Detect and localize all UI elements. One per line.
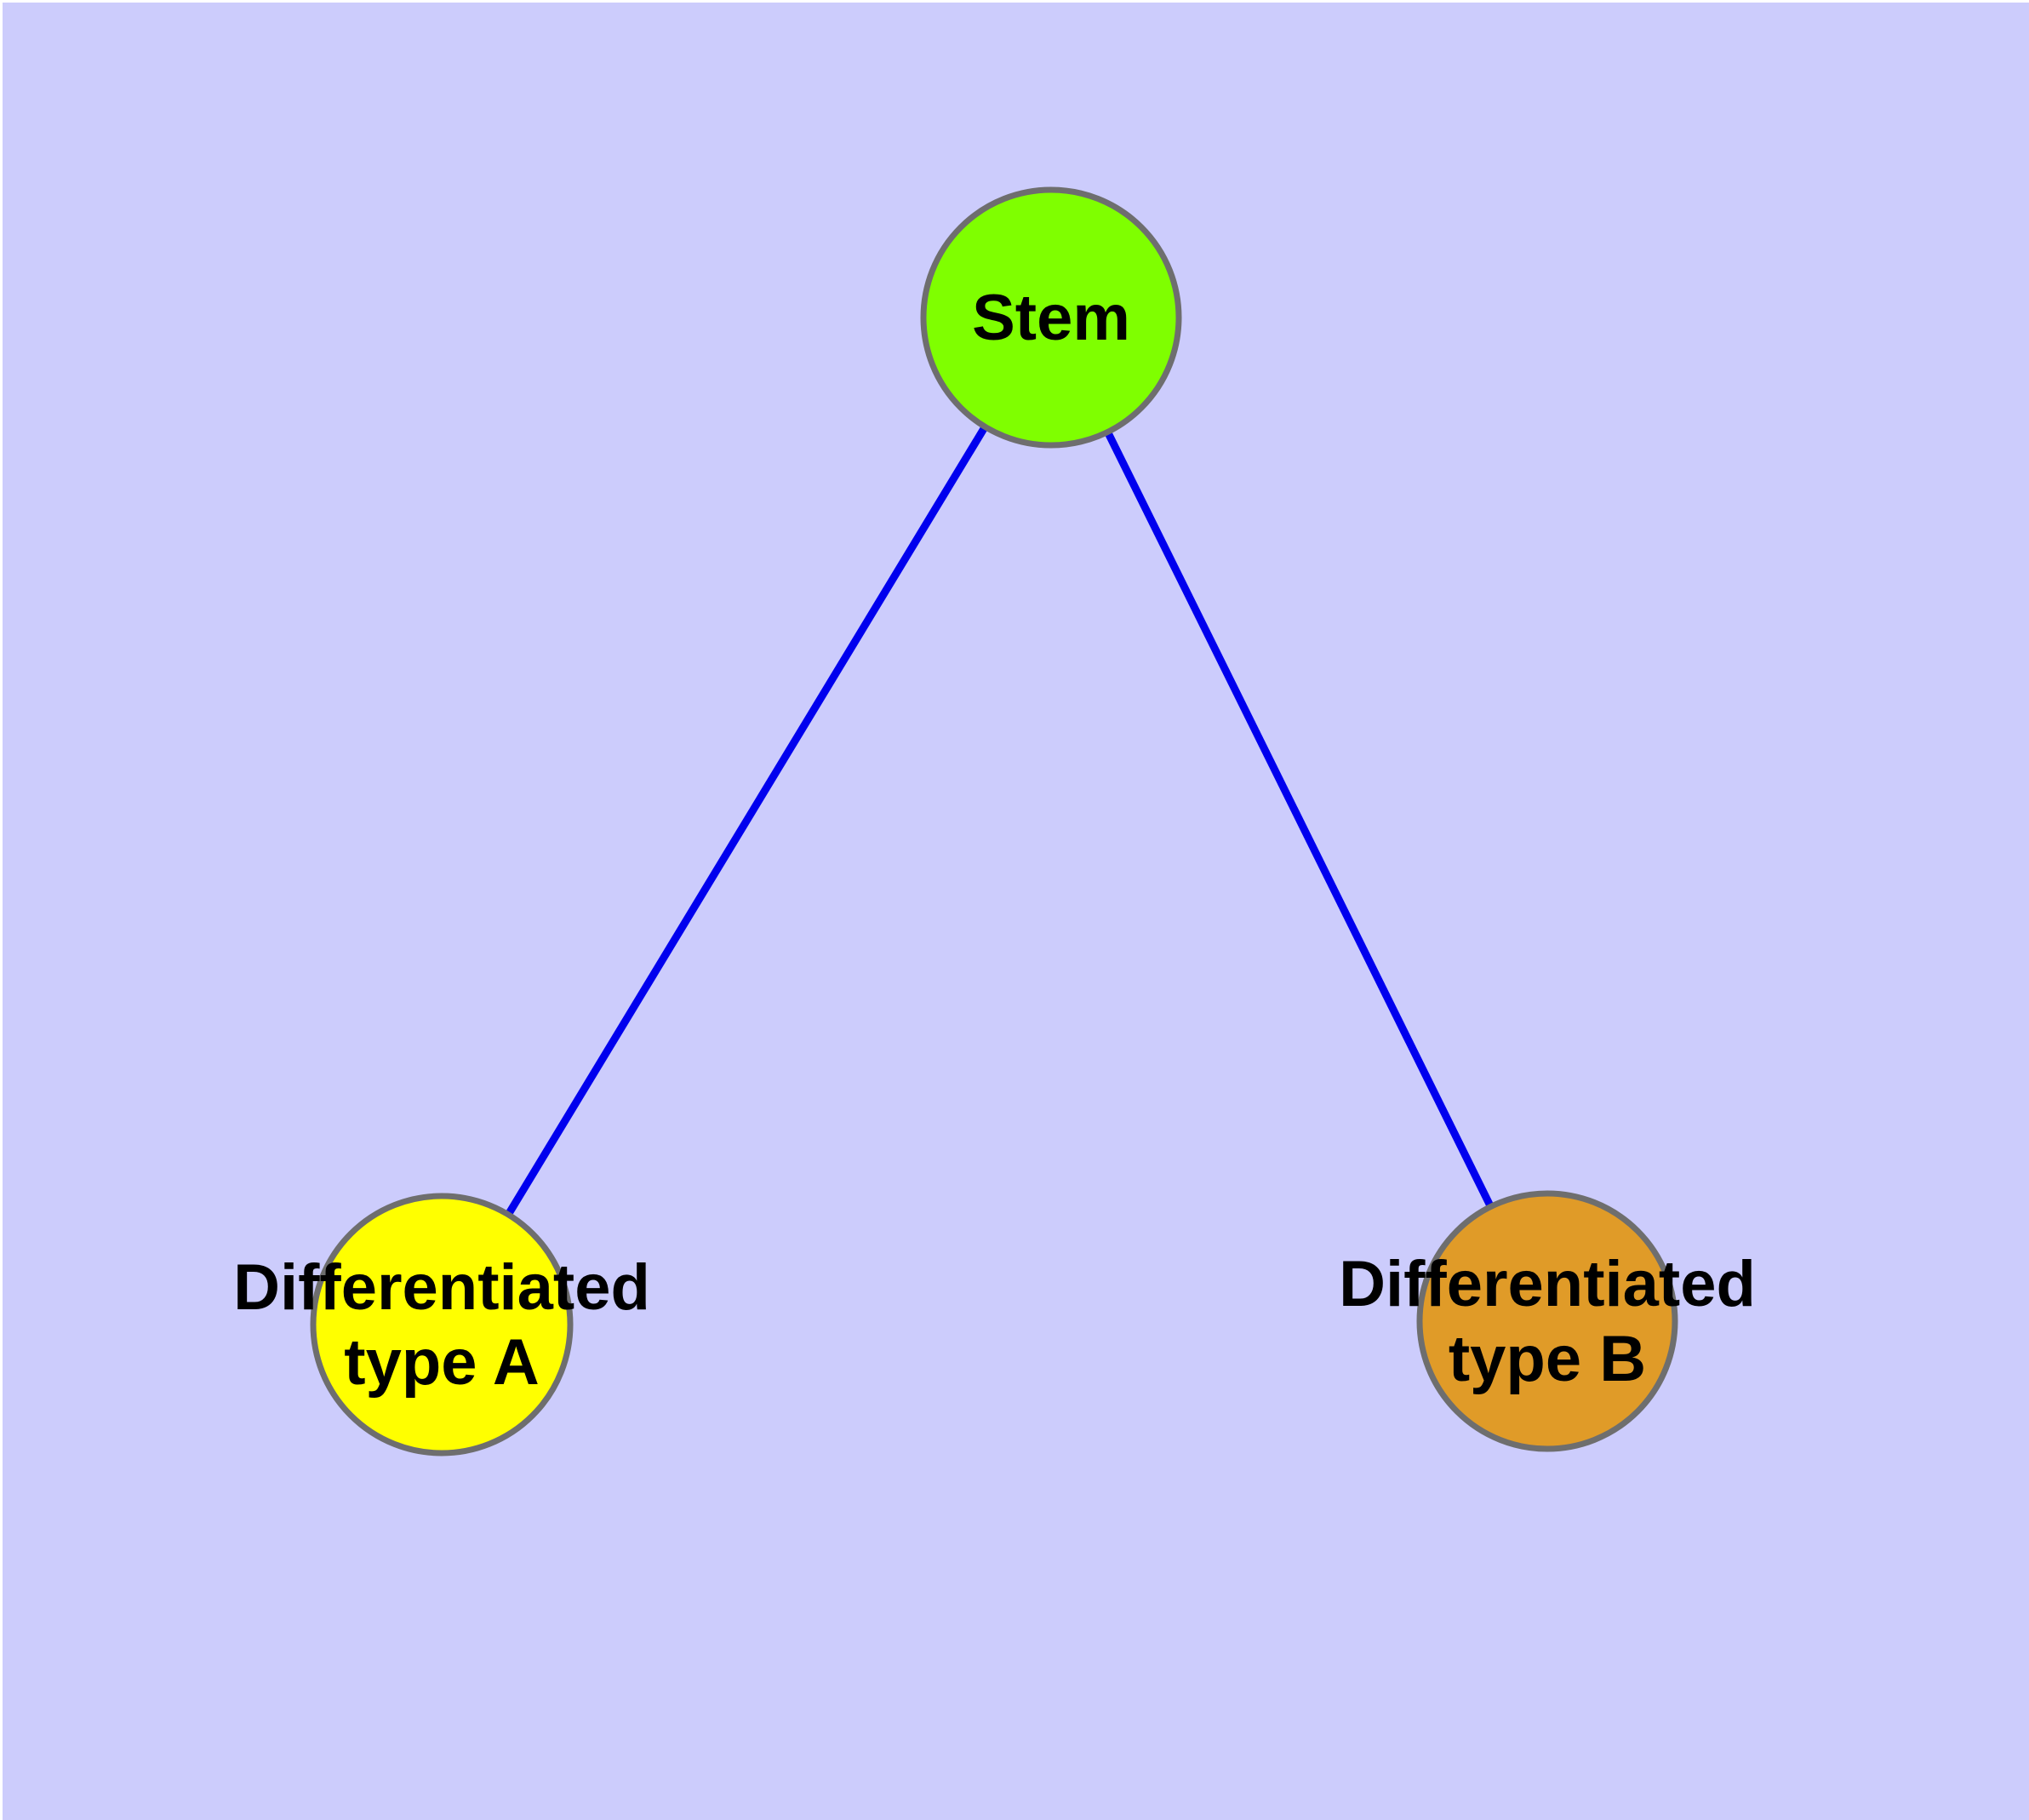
graph-node-stem[interactable] bbox=[920, 186, 1182, 449]
edges-layer bbox=[438, 315, 1552, 1327]
graph-node-diff_a[interactable] bbox=[310, 1193, 574, 1457]
graph-node-label-line: Differentiated bbox=[1339, 1248, 1756, 1320]
graph-node-label-line: type B bbox=[1449, 1323, 1646, 1395]
nodes-layer bbox=[310, 186, 1678, 1457]
graph-node-label-stem: Stem bbox=[972, 282, 1130, 354]
graph-node-label-line: Differentiated bbox=[233, 1251, 650, 1324]
graph-node-diff_b[interactable] bbox=[1416, 1190, 1678, 1452]
graph-edge[interactable] bbox=[1047, 316, 1552, 1323]
graph-node-label-line: type A bbox=[344, 1326, 539, 1399]
graph-node-label-line: Stem bbox=[972, 282, 1130, 354]
graph-edge[interactable] bbox=[438, 315, 1055, 1327]
